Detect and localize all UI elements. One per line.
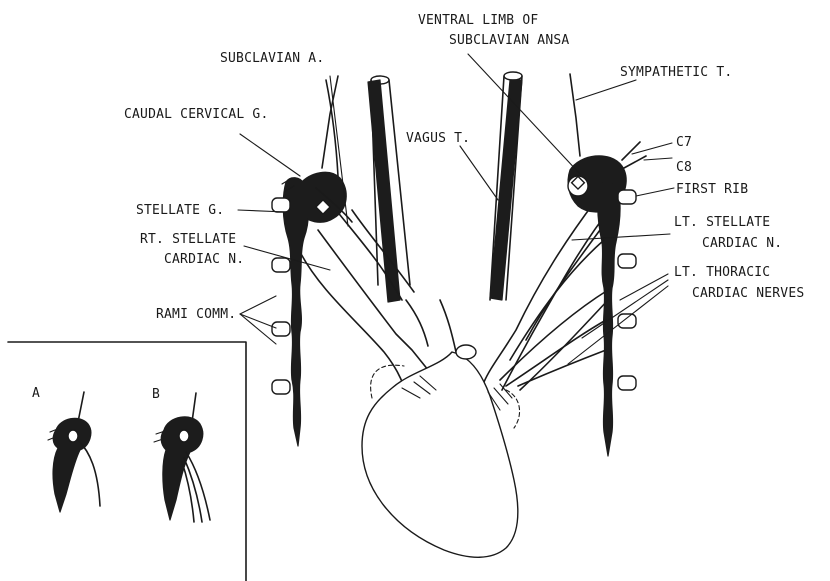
heart-outline	[362, 345, 520, 557]
inset-label-a: A	[32, 386, 40, 401]
label-ventral-limb-line2: SUBCLAVIAN ANSA	[449, 33, 569, 48]
label-caudal-cervical-ganglion: CAUDAL CERVICAL G.	[124, 107, 268, 122]
label-ventral-limb-line1: VENTRAL LIMB OF	[418, 13, 538, 28]
label-rami-communicantes: RAMI COMM.	[156, 307, 236, 322]
label-rt-stellate-line1: RT. STELLATE	[140, 232, 236, 247]
variant-b-ganglion	[154, 393, 210, 522]
label-lt-stellate-line1: LT. STELLATE	[674, 215, 770, 230]
label-c8: C8	[676, 160, 692, 175]
left-vessel-tube	[368, 76, 410, 302]
label-lt-thoracic-line2: CARDIAC NERVES	[692, 286, 804, 301]
label-vagus-trunk: VAGUS T.	[406, 131, 470, 146]
left-rib-stubs	[618, 190, 636, 390]
label-subclavian-artery: SUBCLAVIAN A.	[220, 51, 324, 66]
label-lt-thoracic-line1: LT. THORACIC	[674, 265, 770, 280]
variant-a-ganglion	[48, 392, 100, 512]
inset-label-b: B	[152, 387, 160, 402]
label-sympathetic-trunk: SYMPATHETIC T.	[620, 65, 732, 80]
labels: SUBCLAVIAN A. VENTRAL LIMB OF SUBCLAVIAN…	[124, 13, 804, 322]
inset-panel: A B	[8, 342, 246, 581]
label-lt-stellate-line2: CARDIAC N.	[702, 236, 782, 251]
label-first-rib: FIRST RIB	[676, 182, 748, 197]
label-stellate-ganglion: STELLATE G.	[136, 203, 224, 218]
label-rt-stellate-line2: CARDIAC N.	[164, 252, 244, 267]
label-c7: C7	[676, 135, 692, 150]
